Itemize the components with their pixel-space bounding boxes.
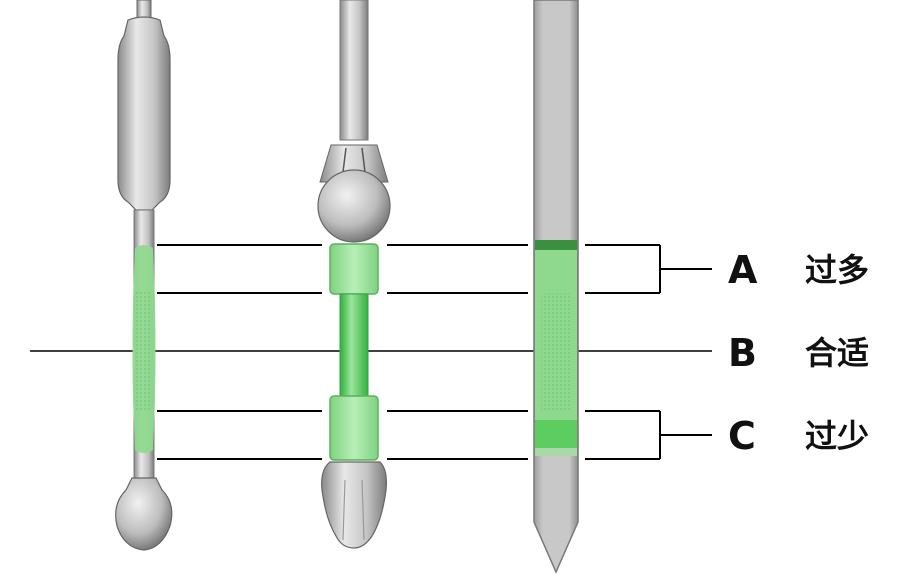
level-labels: A 过多 B 合适 C 过少 [728,248,869,458]
label-b-letter: B [728,331,757,375]
label-b-text: 合适 [805,334,869,372]
label-c-text: 过少 [805,417,869,455]
label-a-letter: A [728,248,758,292]
dipstick-thin-rod [115,0,173,551]
label-a-text: 过多 [805,251,869,289]
dipstick-segmented [317,0,391,549]
label-c-letter: C [728,414,756,458]
dipstick-flat-blade [533,0,579,574]
